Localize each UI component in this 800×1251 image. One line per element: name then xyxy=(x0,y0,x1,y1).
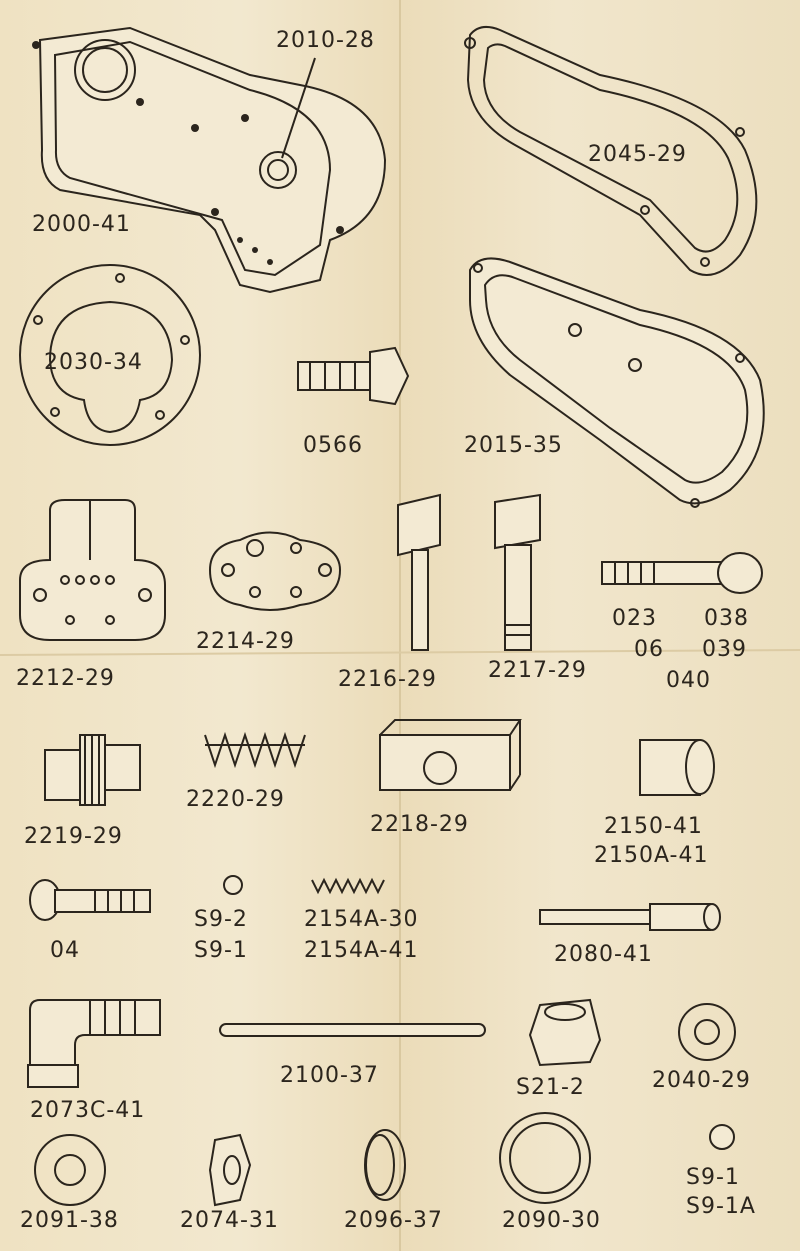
part-label-S9-1-b: S9-1 xyxy=(686,1165,740,1190)
part-label-2090-30: 2090-30 xyxy=(502,1208,601,1233)
tappet-guide-block-drawing xyxy=(19,499,166,641)
part-label-2010-28: 2010-28 xyxy=(276,28,375,53)
spring-drawing xyxy=(204,731,306,769)
part-label-S9-2: S9-2 xyxy=(194,907,248,932)
part-label-S21-2: S21-2 xyxy=(516,1075,585,1100)
part-label-2045-29: 2045-29 xyxy=(588,142,687,167)
hex-bolt-drawing xyxy=(297,346,410,406)
adjuster-nut-drawing xyxy=(44,734,141,806)
tappet-drawings xyxy=(397,493,541,651)
primary-cover-drawing xyxy=(469,257,765,508)
part-label-2217-29: 2217-29 xyxy=(488,658,587,683)
seal-ring-drawing xyxy=(499,1112,591,1204)
part-label-040: 040 xyxy=(666,668,711,693)
ball-drawing xyxy=(223,875,243,895)
part-label-2030-34: 2030-34 xyxy=(44,350,143,375)
part-label-2212-29: 2212-29 xyxy=(16,666,115,691)
part-label-038: 038 xyxy=(704,606,749,631)
cheese-head-screw-drawing xyxy=(601,552,763,594)
part-label-2100-37: 2100-37 xyxy=(280,1063,379,1088)
part-label-0566: 0566 xyxy=(303,433,363,458)
ring-drawing xyxy=(364,1129,406,1201)
part-label-2096-37: 2096-37 xyxy=(344,1208,443,1233)
part-label-2214-29: 2214-29 xyxy=(196,629,295,654)
guide-gasket-drawing xyxy=(208,531,342,611)
small-spring-drawing xyxy=(311,877,385,895)
thin-nut-drawing xyxy=(208,1133,252,1207)
part-label-2150A-41: 2150A-41 xyxy=(594,843,709,868)
block-drawing xyxy=(379,719,522,791)
part-label-2218-29: 2218-29 xyxy=(370,812,469,837)
part-label-2154A-41: 2154A-41 xyxy=(304,938,419,963)
part-label-2216-29: 2216-29 xyxy=(338,667,437,692)
rod-drawing xyxy=(539,903,721,931)
part-label-2080-41: 2080-41 xyxy=(554,942,653,967)
part-label-04: 04 xyxy=(50,938,80,963)
part-label-2015-35: 2015-35 xyxy=(464,433,563,458)
part-label-023: 023 xyxy=(612,606,657,631)
part-label-2220-29: 2220-29 xyxy=(186,787,285,812)
part-label-S9-1: S9-1 xyxy=(194,938,248,963)
small-ball-drawing xyxy=(709,1124,735,1150)
elbow-union-drawing xyxy=(27,999,161,1088)
part-label-2154A-30: 2154A-30 xyxy=(304,907,419,932)
round-gasket-drawing xyxy=(19,264,201,446)
part-label-2000-41: 2000-41 xyxy=(32,212,131,237)
timing-case-cover-drawing xyxy=(32,26,387,294)
part-label-2040-29: 2040-29 xyxy=(652,1068,751,1093)
part-label-2073C-41: 2073C-41 xyxy=(30,1098,146,1123)
part-label-06: 06 xyxy=(634,637,664,662)
part-label-039: 039 xyxy=(702,637,747,662)
part-label-2150-41: 2150-41 xyxy=(604,814,703,839)
cover-gasket-drawing xyxy=(464,25,758,276)
hex-nut-drawing xyxy=(528,998,602,1067)
push-rod-drawing xyxy=(219,1023,486,1037)
bush-drawing xyxy=(639,739,715,796)
part-label-2074-31: 2074-31 xyxy=(180,1208,279,1233)
part-label-2091-38: 2091-38 xyxy=(20,1208,119,1233)
small-screw-drawing xyxy=(29,879,151,921)
washer-drawing xyxy=(678,1003,736,1061)
part-label-S9-1A: S9-1A xyxy=(686,1194,756,1219)
large-washer-drawing xyxy=(34,1134,106,1206)
part-label-2219-29: 2219-29 xyxy=(24,824,123,849)
